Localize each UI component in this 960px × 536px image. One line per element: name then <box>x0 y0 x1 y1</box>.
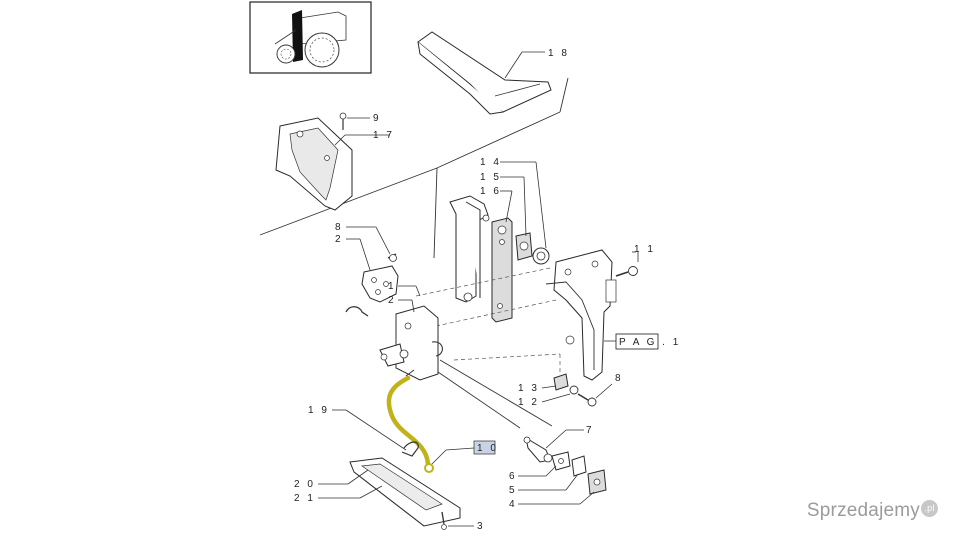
callout-17: 1 7 <box>373 130 394 141</box>
part-3-screw <box>441 511 474 530</box>
part-12-washer <box>569 385 579 395</box>
part-16-plate <box>491 217 513 323</box>
tractor-thumbnail <box>249 1 372 74</box>
callout-19: 1 9 <box>308 405 329 416</box>
part-1-handle <box>449 195 490 303</box>
mounting-bracket <box>545 249 617 381</box>
callout-8-top: 8 <box>335 222 343 233</box>
latch-assembly <box>379 305 443 381</box>
callout-18: 1 8 <box>548 48 569 59</box>
part-18-cover <box>417 31 552 115</box>
callout-16: 1 6 <box>480 186 501 197</box>
callout-15: 1 5 <box>480 172 501 183</box>
part-10-callout-box <box>431 440 496 465</box>
part-6-washer <box>551 451 571 471</box>
callout-2-latch: 2 <box>388 295 396 306</box>
part-15-washer <box>515 232 533 261</box>
part-8-bolt <box>577 393 597 407</box>
watermark-text: Sprzedajemy <box>806 500 920 521</box>
watermark: Sprzedajemy.pl <box>807 500 938 522</box>
callout-5: 5 <box>509 485 517 496</box>
callout-8-right: 8 <box>615 373 623 384</box>
callout-11: 1 1 <box>634 244 655 255</box>
part-17-housing <box>275 112 390 211</box>
callout-2-top: 2 <box>335 234 343 245</box>
part-2-upper-bracket <box>361 253 399 303</box>
part-11-bolt <box>615 251 639 277</box>
callout-6: 6 <box>509 471 517 482</box>
page-reference-box <box>604 333 659 350</box>
callout-12: 1 2 <box>518 397 539 408</box>
part-7-pin <box>523 436 553 463</box>
page-reference-label: P A G . 1 <box>619 337 681 348</box>
part-10-cable <box>386 369 434 473</box>
callout-14: 1 4 <box>480 157 501 168</box>
callout-7: 7 <box>586 425 594 436</box>
callout-21: 2 1 <box>294 493 315 504</box>
callout-1: 1 <box>388 281 396 292</box>
watermark-tld: .pl <box>921 500 938 517</box>
callout-4: 4 <box>509 499 517 510</box>
callout-3: 3 <box>477 521 485 532</box>
callout-9: 9 <box>373 113 381 124</box>
part-20-21-tray <box>349 457 461 527</box>
callout-10: 1 0 <box>477 443 498 454</box>
part-4-plate <box>587 469 607 495</box>
part-14-ring <box>532 247 550 265</box>
callout-13: 1 3 <box>518 383 539 394</box>
part-5-plate <box>571 455 587 477</box>
callout-20: 2 0 <box>294 479 315 490</box>
part-13-nut <box>553 373 569 391</box>
part-19-clip <box>401 441 419 457</box>
spring-clip <box>345 306 369 317</box>
